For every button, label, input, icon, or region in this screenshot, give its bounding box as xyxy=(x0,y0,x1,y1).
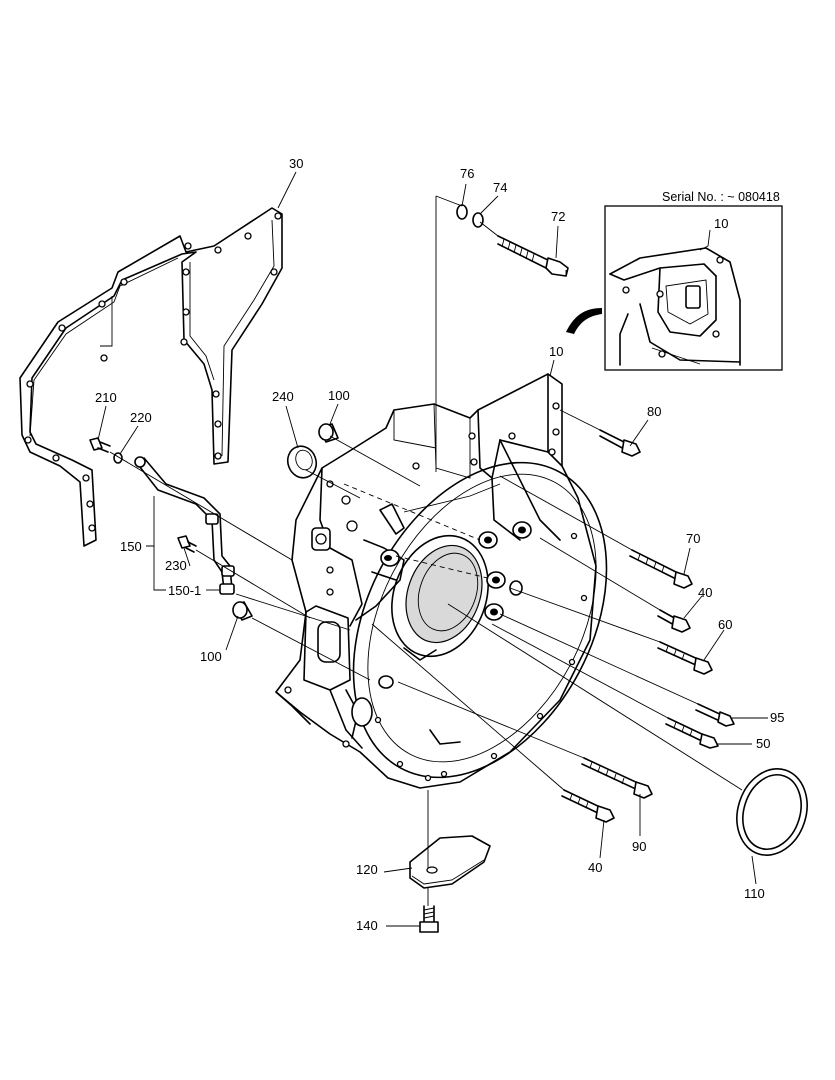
callout-labels: 10 10 30 76 74 72 80 210 220 240 100 100… xyxy=(95,156,784,933)
callout-72: 72 xyxy=(551,209,565,224)
seal-part-240 xyxy=(286,445,318,479)
inset-pointer-arrow xyxy=(566,308,602,334)
washer-part-74 xyxy=(472,212,484,228)
callout-50: 50 xyxy=(756,736,770,751)
cover-plate-part-120 xyxy=(409,835,491,889)
callout-30: 30 xyxy=(289,156,303,171)
bolt-part-50 xyxy=(665,717,719,749)
callout-120: 120 xyxy=(356,862,378,877)
bolt-part-95 xyxy=(695,703,735,727)
inset-detail-box xyxy=(604,205,783,371)
gasket-part-30 xyxy=(19,207,283,547)
spacer-part-100-lower xyxy=(232,601,253,621)
washer-part-76 xyxy=(456,204,468,220)
callout-10-inset: 10 xyxy=(714,216,728,231)
callout-60: 60 xyxy=(718,617,732,632)
callout-150-1: 150-1 xyxy=(168,583,201,598)
bolt-part-230 xyxy=(177,535,197,553)
bolt-part-90 xyxy=(581,757,653,799)
callout-100-lower: 100 xyxy=(200,649,222,664)
flywheel-housing-part-10 xyxy=(275,373,608,789)
bolt-part-40-upper xyxy=(657,609,691,633)
leader-lines xyxy=(97,171,768,927)
callout-100-upper: 100 xyxy=(328,388,350,403)
callout-10: 10 xyxy=(549,344,563,359)
callout-90: 90 xyxy=(632,839,646,854)
bolt-part-70 xyxy=(629,549,693,589)
callout-220: 220 xyxy=(130,410,152,425)
oil-seal-part-110 xyxy=(736,768,808,856)
callout-76: 76 xyxy=(460,166,474,181)
callout-95: 95 xyxy=(770,710,784,725)
bolt-part-80 xyxy=(599,429,641,457)
callout-140: 140 xyxy=(356,918,378,933)
screw-part-140 xyxy=(419,905,439,933)
bolt-part-210 xyxy=(89,437,111,453)
callout-70: 70 xyxy=(686,531,700,546)
callout-210: 210 xyxy=(95,390,117,405)
bolt-part-60 xyxy=(657,641,713,675)
callout-80: 80 xyxy=(647,404,661,419)
callout-40-upper: 40 xyxy=(698,585,712,600)
serial-number-note: Serial No. : ~ 080418 xyxy=(662,190,780,204)
bolt-part-40-lower xyxy=(561,789,615,823)
bolt-part-72 xyxy=(497,235,569,277)
callout-150: 150 xyxy=(120,539,142,554)
pipe-part-150 xyxy=(134,456,235,595)
callout-40-lower: 40 xyxy=(588,860,602,875)
callout-110: 110 xyxy=(744,886,765,901)
callout-74: 74 xyxy=(493,180,507,195)
callout-230: 230 xyxy=(165,558,187,573)
callout-240: 240 xyxy=(272,389,294,404)
